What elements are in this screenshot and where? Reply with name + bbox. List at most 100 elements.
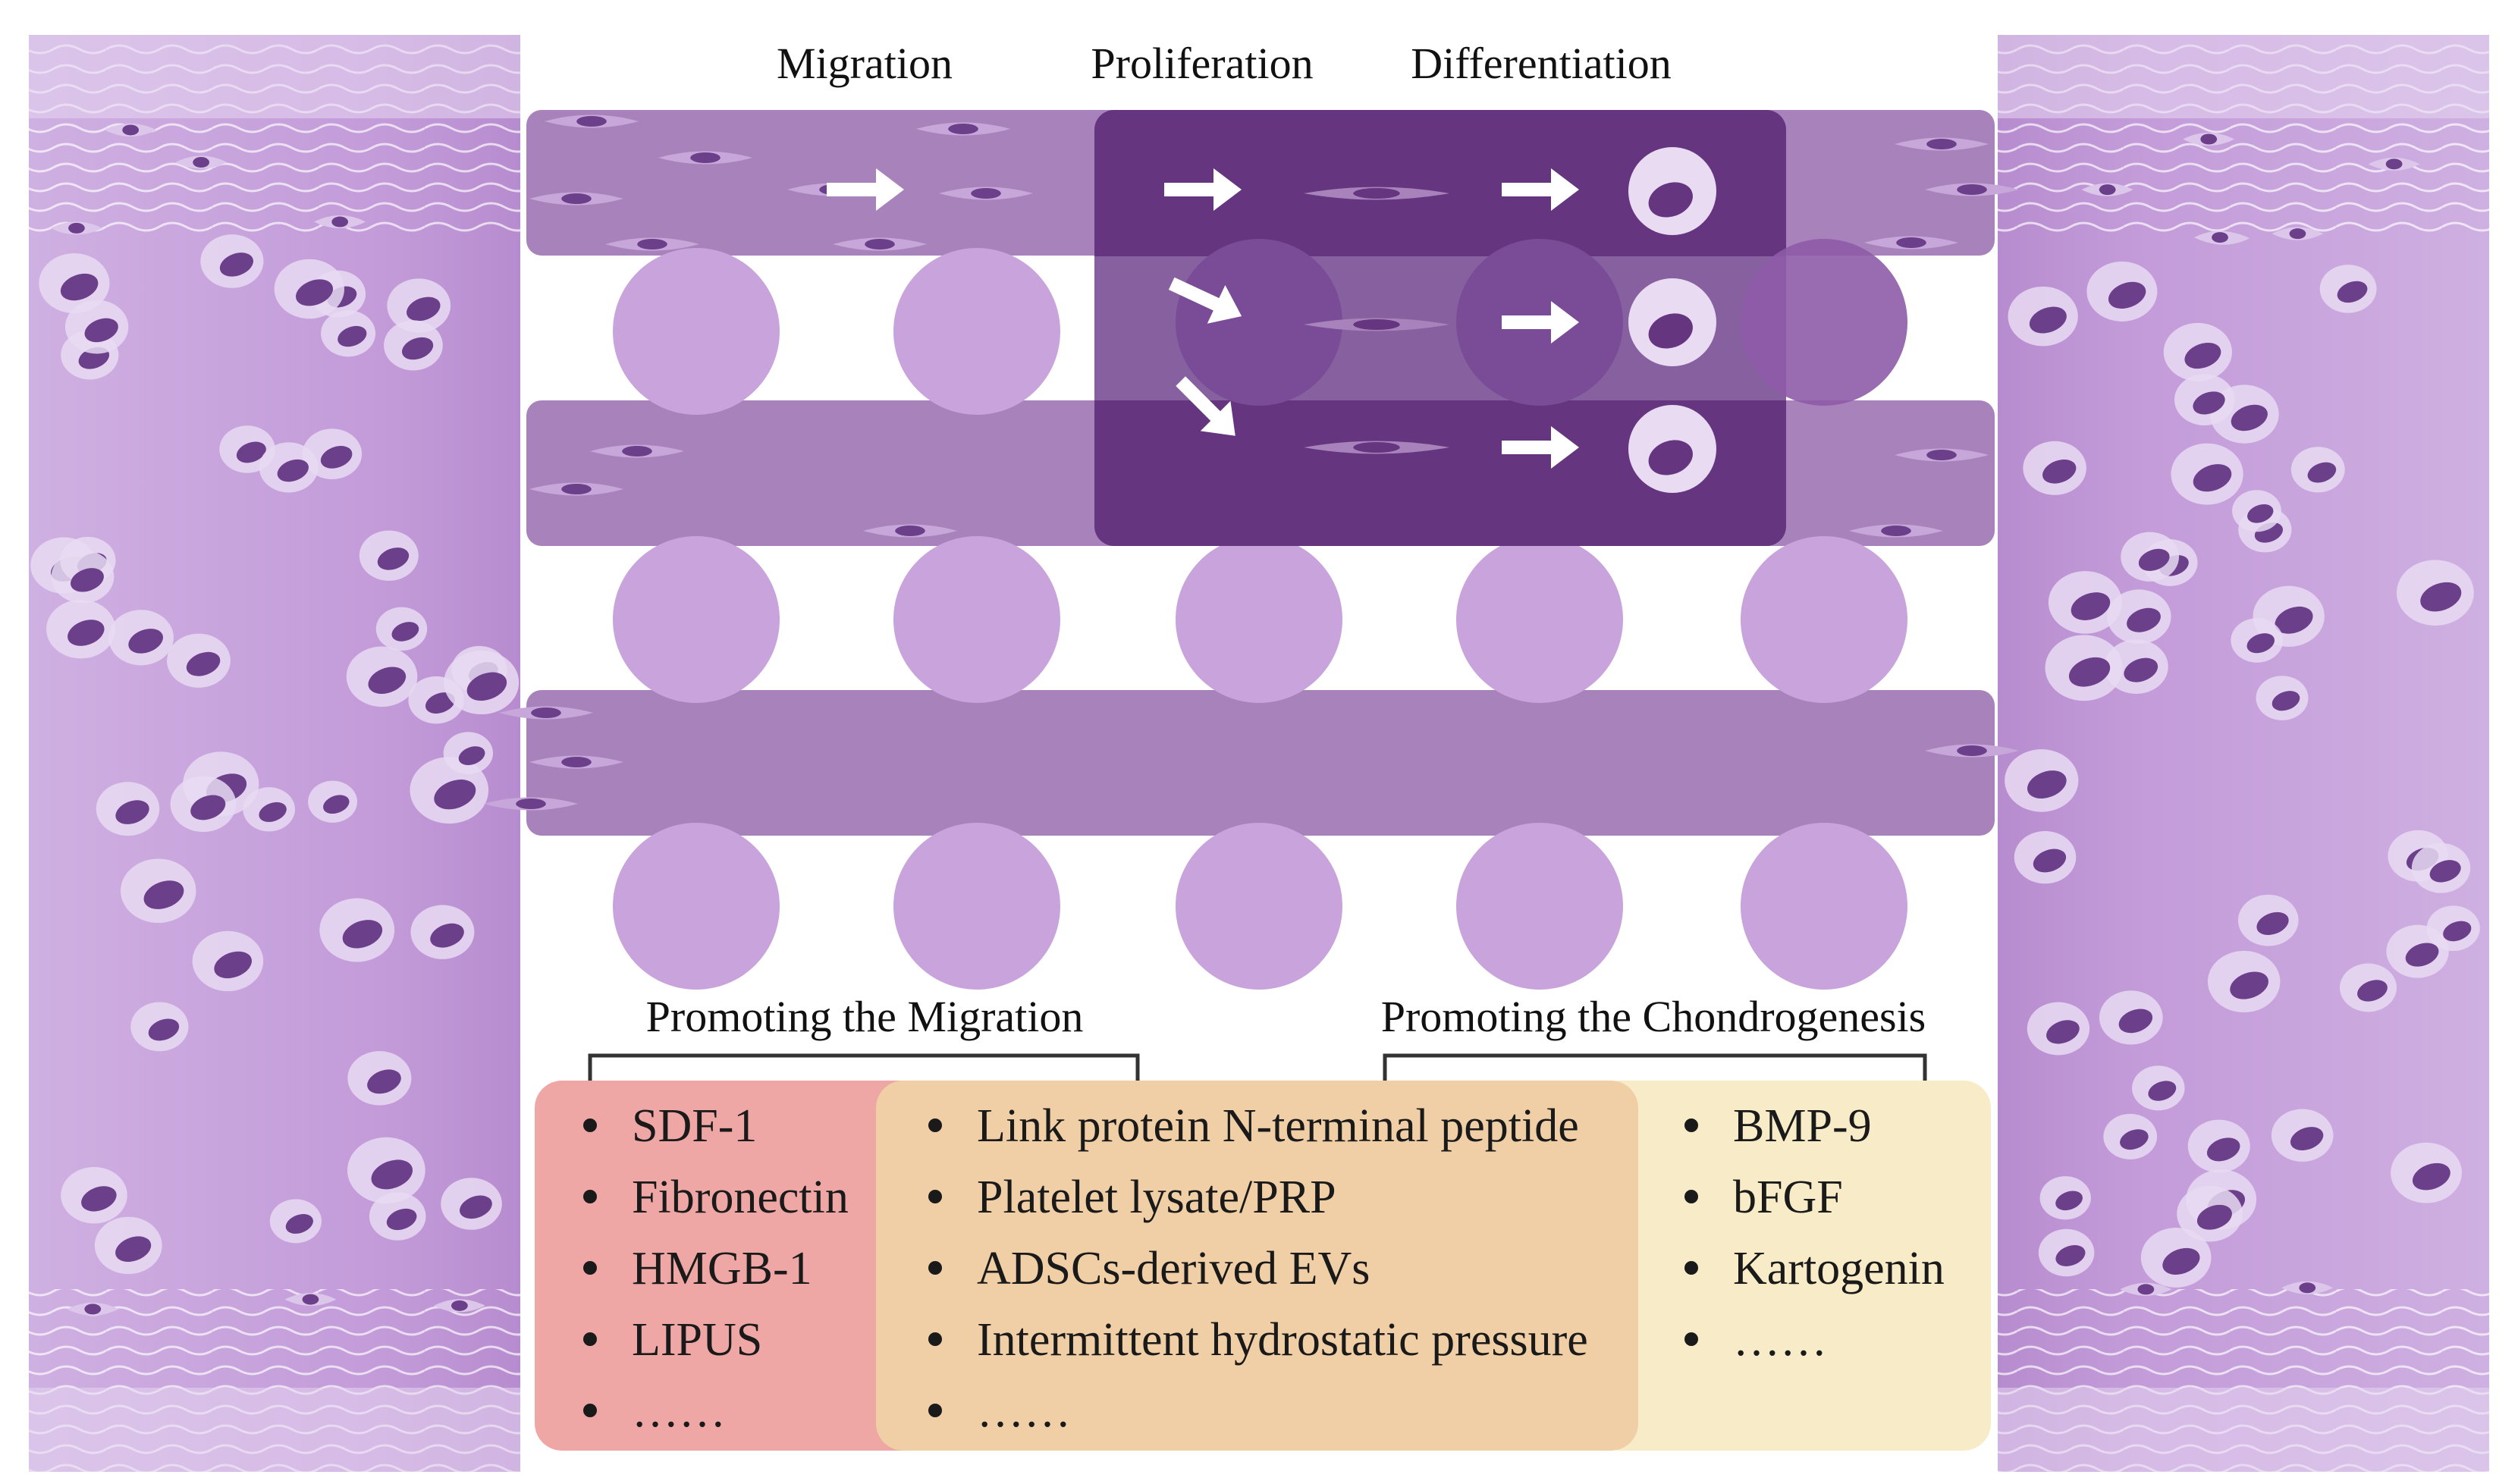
stage-label-differentiation: Differentiation: [1411, 39, 1672, 88]
chondrocyte-icon: [384, 320, 443, 371]
spindle-cell-icon: [50, 221, 102, 235]
chondrocyte-icon: [2099, 990, 2163, 1045]
chondrocyte-icon: [2391, 1142, 2462, 1203]
spindle-cell-icon: [284, 1293, 337, 1307]
list-both: Link protein N-terminal peptide Platelet…: [928, 1100, 1588, 1437]
chondrocyte-icon: [387, 278, 451, 333]
chondrocyte-icon: [243, 787, 295, 832]
chondrocyte-icon: [369, 1192, 426, 1241]
chondrocyte-icon: [347, 1051, 412, 1106]
spindle-cell-icon: [1925, 744, 2019, 758]
spindle-cell-icon: [916, 122, 1010, 136]
list-item: bFGF: [1733, 1172, 1843, 1223]
chondrocyte-icon: [2038, 1228, 2095, 1277]
chondrocyte-icon: [1628, 405, 1716, 493]
chondrocyte-icon: [64, 300, 129, 354]
spindle-cell-icon: [529, 482, 623, 496]
chondrocyte-icon: [2027, 1002, 2090, 1056]
scaffold-circle: [1176, 823, 1342, 990]
group-headers: Promoting the Migration Promoting the Ch…: [588, 992, 1927, 1084]
chondrocyte-icon: [96, 782, 160, 836]
chondrocyte-icon: [2396, 560, 2474, 626]
chondrocyte-icon: [61, 1166, 127, 1224]
spindle-cell-icon: [499, 706, 593, 720]
list-item: ……: [1733, 1314, 1827, 1366]
box-both: [876, 1081, 1638, 1451]
spindle-cell-icon: [175, 155, 228, 169]
spindle-cell-icon: [1864, 236, 1958, 249]
chondrocyte-icon: [269, 1199, 322, 1244]
chondrocyte-icon: [167, 633, 231, 688]
chondrocyte-icon: [274, 259, 345, 319]
spindle-cell-icon: [2194, 231, 2246, 244]
chondrocyte-icon: [2174, 374, 2235, 425]
spindle-cell-icon: [529, 755, 623, 769]
scaffold-circle: [613, 248, 780, 415]
left-cartilage-tissue: [29, 35, 520, 1472]
chondrocyte-icon: [2163, 322, 2232, 381]
chondrocyte-icon: [2339, 963, 2397, 1012]
chondrocyte-icon: [444, 650, 520, 715]
list-item: ……: [632, 1385, 726, 1437]
chondrocyte-icon: [94, 1216, 162, 1275]
spindle-cell-icon: [105, 123, 157, 136]
spindle-cell-icon: [484, 797, 578, 811]
chondrocyte-icon: [2008, 286, 2078, 347]
arrow-icon: [1176, 376, 1235, 436]
list-item: Intermittent hydrostatic pressure: [977, 1314, 1588, 1366]
chondrocyte-icon: [2207, 950, 2281, 1013]
bracket-migration: [588, 1053, 1140, 1084]
arrow-icon: [1502, 301, 1579, 344]
spindle-cell-icon: [863, 524, 957, 538]
chondrocyte-icon: [39, 253, 110, 314]
chondrocyte-icon: [2140, 1228, 2212, 1288]
chondrocyte-icon: [2107, 589, 2171, 645]
chondrocyte-icon: [2177, 1185, 2243, 1242]
spindle-cell-icon: [2183, 133, 2235, 146]
stage-label-proliferation: Proliferation: [1091, 39, 1313, 88]
chondrocyte-icon: [170, 776, 237, 833]
chondrocyte-icon: [121, 858, 196, 924]
group-label-chondrogenesis: Promoting the Chondrogenesis: [1381, 992, 1926, 1041]
chondrocyte-icon: [2086, 261, 2158, 322]
chondrocyte-icon: [346, 646, 418, 707]
chondrocyte-icon: [2319, 265, 2377, 313]
chondrocyte-icon: [410, 905, 475, 959]
chondrocyte-icon: [130, 1002, 189, 1052]
arrow-icon: [1168, 277, 1242, 324]
stage-label-migration: Migration: [777, 39, 953, 88]
list-migration-only: SDF-1 Fibronectin HMGB-1 LIPUS ……: [583, 1100, 849, 1437]
chondrocyte-icon: [192, 930, 264, 992]
stage-headers: Migration Proliferation Differentiation: [777, 39, 1672, 88]
spindle-cell-icon: [1304, 318, 1449, 331]
list-item: ……: [977, 1385, 1071, 1437]
scaffold-circle: [1741, 823, 1907, 990]
chondrocyte-icon: [2132, 1065, 2185, 1111]
chondrocyte-icon: [359, 530, 419, 581]
group-label-migration: Promoting the Migration: [646, 992, 1084, 1041]
list-item: Platelet lysate/PRP: [977, 1172, 1336, 1223]
chondrocyte-icon: [321, 310, 376, 357]
chondrocyte-icon: [2271, 1109, 2334, 1162]
spindle-cell-icon: [1895, 137, 1989, 151]
spindle-cell-icon: [314, 215, 366, 229]
chondrocyte-icon: [2256, 676, 2309, 720]
chondrocyte-icon: [2187, 1119, 2250, 1173]
scaffold-circle: [893, 823, 1060, 990]
chondrocyte-icon: [2411, 842, 2471, 893]
spindle-cell-icon: [1849, 524, 1943, 538]
list-item: Link protein N-terminal peptide: [977, 1100, 1579, 1152]
arrow-icon: [1164, 168, 1242, 211]
chondrocyte-icon: [441, 1178, 502, 1230]
chondrocyte-icon: [308, 780, 358, 823]
spindle-cell-icon: [433, 1299, 485, 1313]
chondrocyte-icon: [46, 599, 116, 659]
list-item: HMGB-1: [632, 1243, 812, 1294]
chondrocyte-icon: [2005, 749, 2079, 812]
spindle-cell-icon: [2081, 183, 2133, 196]
chondrocyte-icon: [1628, 147, 1716, 235]
spindle-cell-icon: [545, 115, 639, 128]
arrow-icon: [1502, 168, 1579, 211]
bracket-chondrogenesis: [1383, 1053, 1927, 1084]
